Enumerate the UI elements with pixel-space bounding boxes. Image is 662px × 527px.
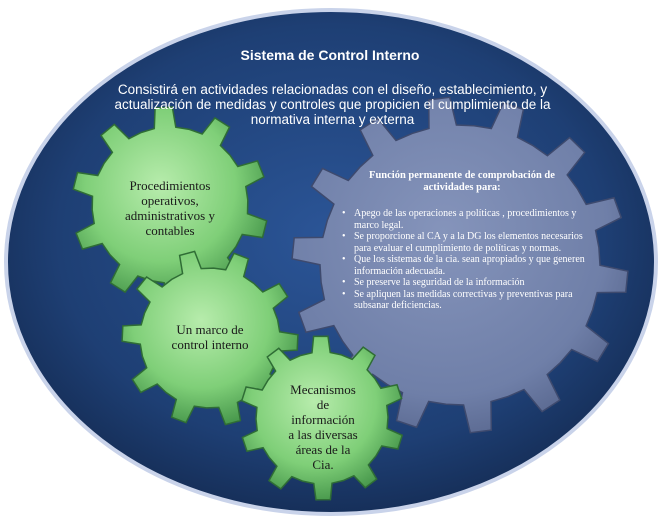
gear-label-mecanismos: Mecanismos de información a las diversas… [288,382,358,472]
function-item: Se apliquen las medidas correctivas y pr… [342,289,592,312]
diagram-intro: Consistirá en actividades relacionadas c… [114,82,551,127]
function-item: Que los sistemas de la cia. sean apropia… [342,254,592,277]
gear-shape-mecanismos [240,335,404,501]
gear-label-marco: Un marco de control interno [171,322,249,352]
function-item: Apego de las operaciones a políticas , p… [342,208,592,231]
diagram-title: Sistema de Control Interno [240,47,420,63]
function-item: Se preserve la seguridad de la informaci… [342,277,592,289]
function-panel-heading: Función permanente de comprobación de ac… [369,170,555,193]
function-panel-list: Apego de las operaciones a políticas , p… [340,208,592,312]
gear-label-procedimientos: Procedimientos operativos, administrativ… [125,178,215,238]
function-item: Se proporcione al CA y a la DG los eleme… [342,231,592,254]
